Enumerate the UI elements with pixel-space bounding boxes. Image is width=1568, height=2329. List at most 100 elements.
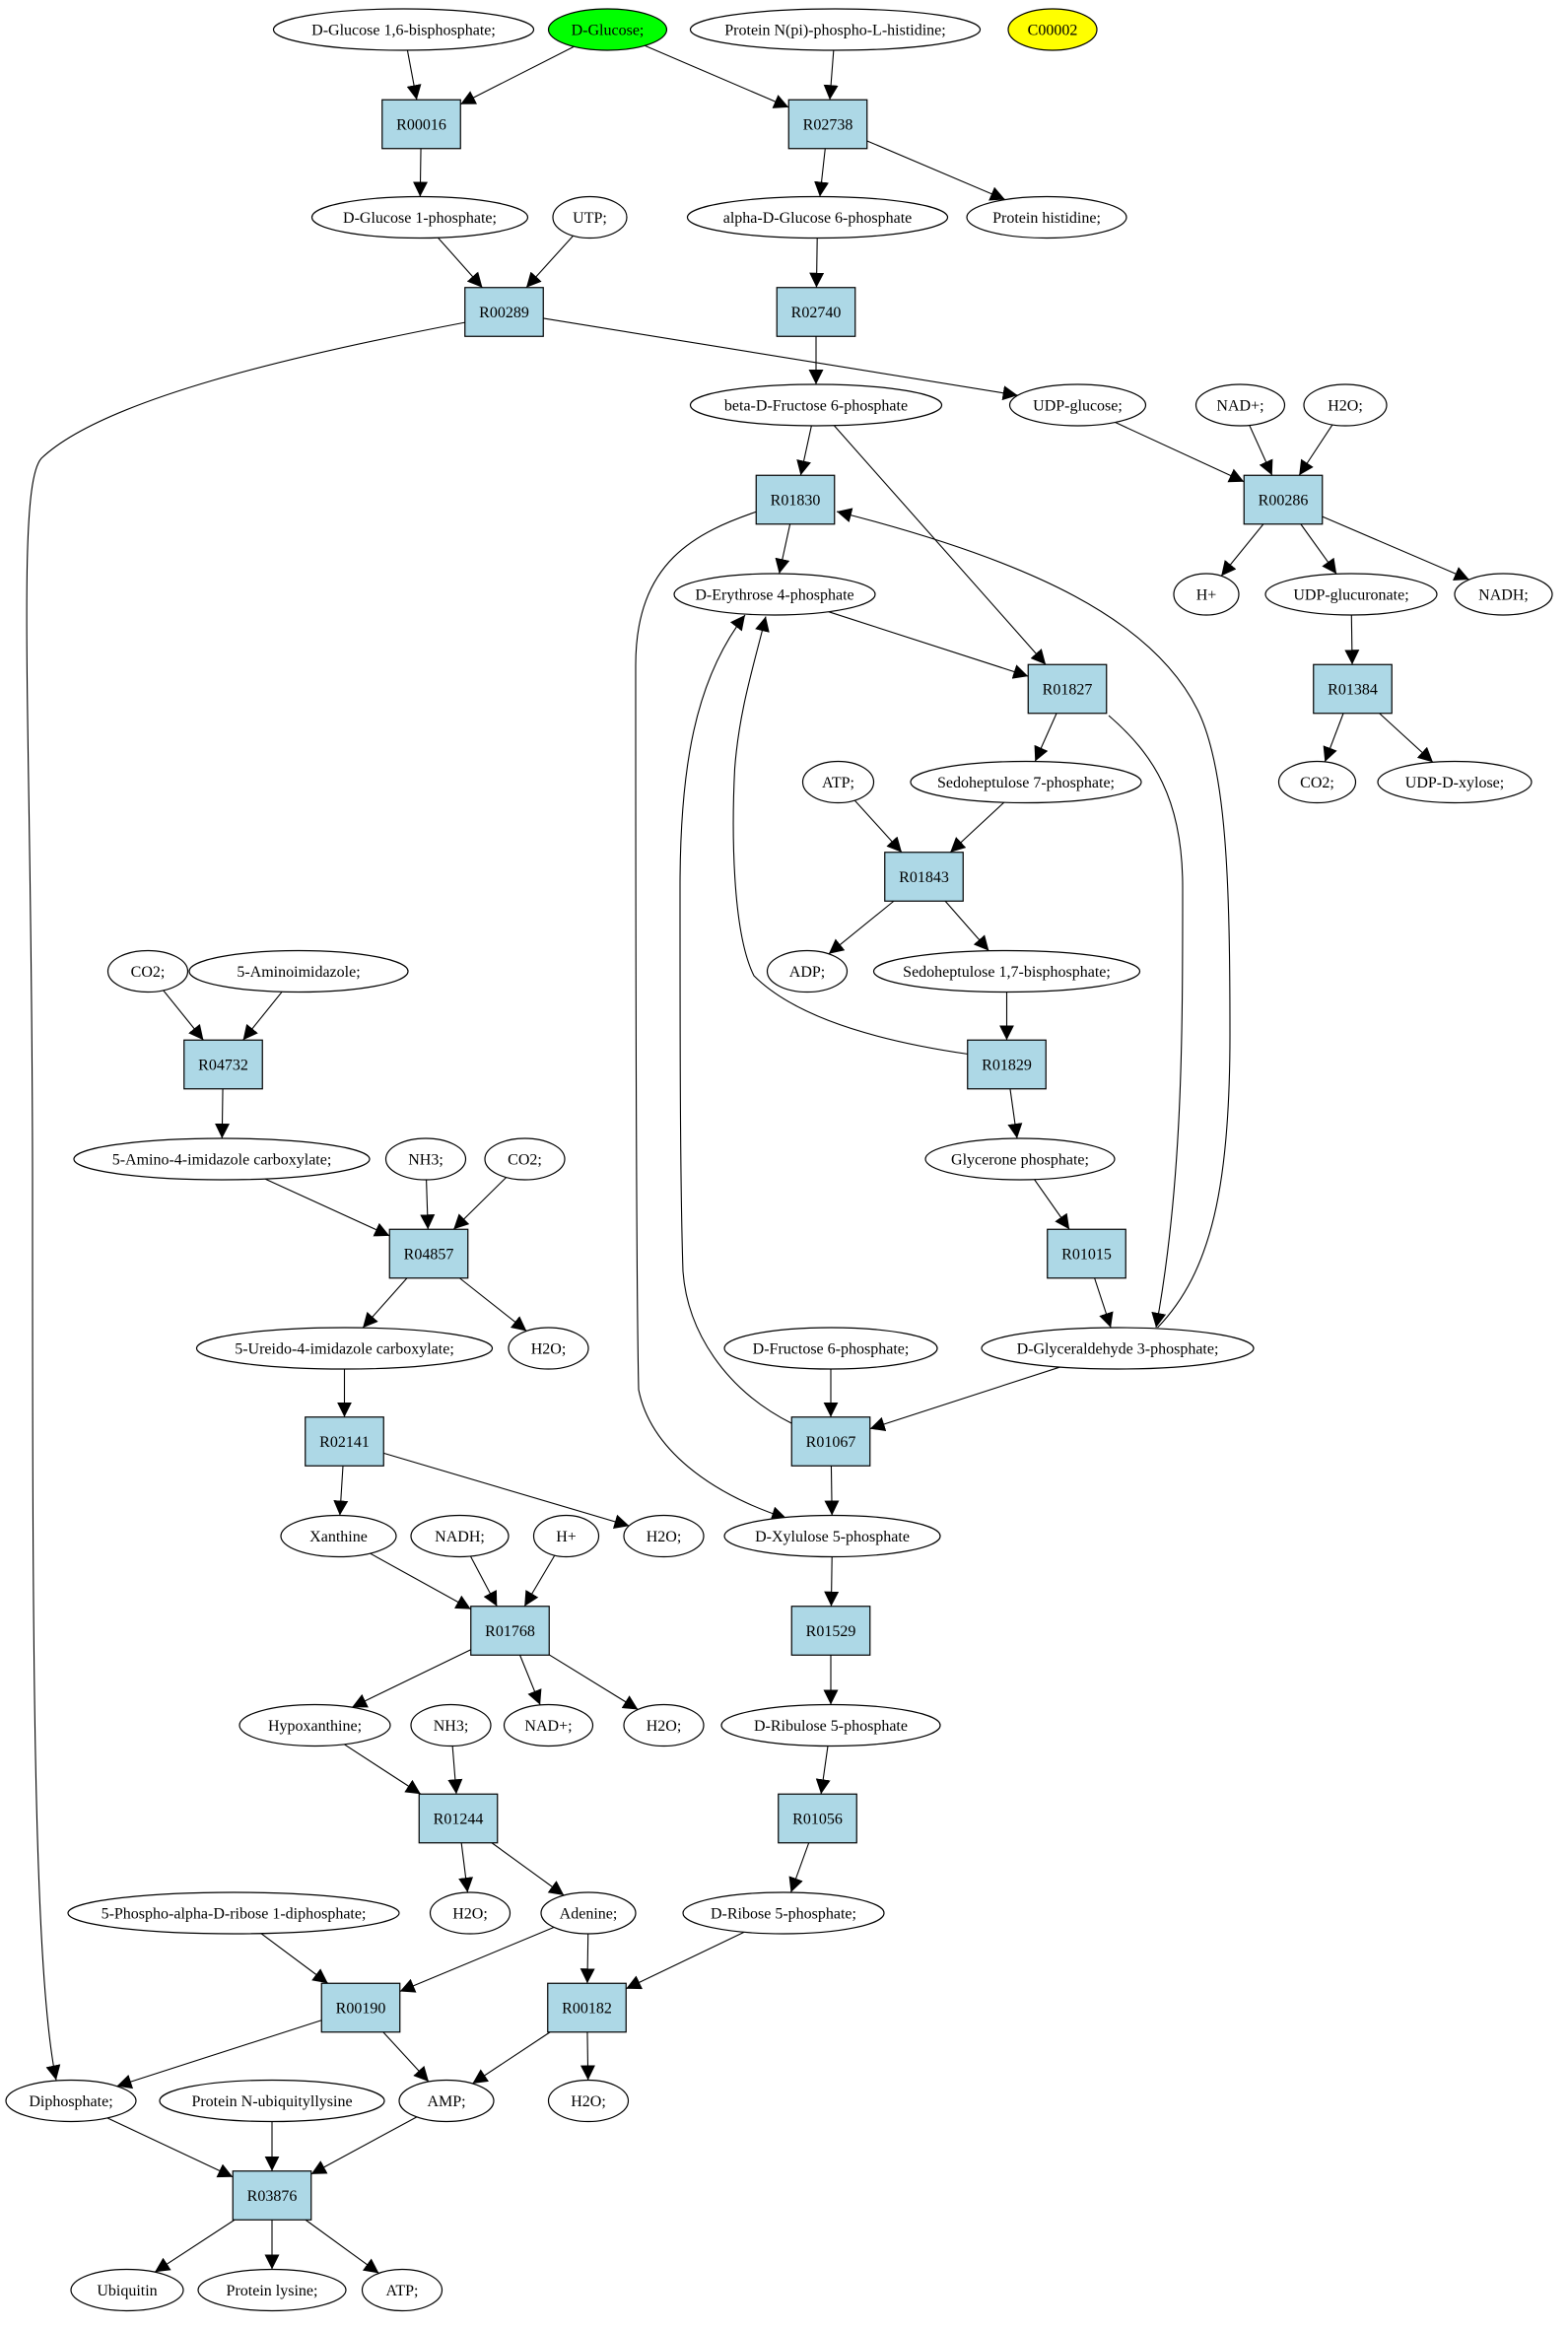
compound-ellipse bbox=[682, 1891, 885, 1935]
compound-node-co2-c[interactable]: CO2; bbox=[484, 1137, 566, 1181]
edge-h-b-to-r01768 bbox=[524, 1555, 555, 1607]
compound-ellipse bbox=[272, 8, 535, 51]
reaction-node-r00286[interactable]: R00286 bbox=[1243, 474, 1324, 525]
edge-r01827-to-s7p bbox=[1035, 714, 1057, 762]
compound-node-nad2[interactable]: NAD+; bbox=[503, 1703, 594, 1747]
compound-node-protnhis[interactable]: Protein N(pi)-phospho-L-histidine; bbox=[689, 8, 982, 51]
reaction-node-r04857[interactable]: R04857 bbox=[388, 1228, 469, 1279]
edge-dhap-to-r01015 bbox=[1035, 1180, 1070, 1230]
edge-ru5p-to-r01056 bbox=[815, 1747, 831, 1795]
compound-node-nh3-a[interactable]: NH3; bbox=[384, 1137, 467, 1181]
compound-node-ag6p[interactable]: alpha-D-Glucose 6-phosphate bbox=[686, 195, 949, 240]
compound-label: H2O; bbox=[647, 1718, 682, 1735]
compound-ellipse bbox=[623, 1703, 705, 1747]
compound-node-atp-b[interactable]: ATP; bbox=[361, 2268, 443, 2312]
compound-node-h-a[interactable]: H+ bbox=[1173, 573, 1240, 616]
compound-node-xu5p[interactable]: D-Xylulose 5-phosphate bbox=[723, 1514, 941, 1558]
compound-node-s7p[interactable]: Sedoheptulose 7-phosphate; bbox=[910, 760, 1142, 804]
compound-node-h-b[interactable]: H+ bbox=[532, 1514, 600, 1558]
compound-node-aicarb[interactable]: 5-Amino-4-imidazole carboxylate; bbox=[73, 1137, 371, 1181]
compound-node-glc16bp[interactable]: D-Glucose 1,6-bisphosphate; bbox=[272, 8, 535, 51]
compound-node-gap[interactable]: D-Glyceraldehyde 3-phosphate; bbox=[981, 1327, 1255, 1370]
compound-node-protlys[interactable]: Protein lysine; bbox=[197, 2268, 347, 2312]
reaction-node-r01244[interactable]: R01244 bbox=[418, 1793, 499, 1844]
reaction-node-r01529[interactable]: R01529 bbox=[790, 1606, 871, 1656]
edge-r02738-to-prothis bbox=[867, 141, 1005, 201]
reaction-node-r01827[interactable]: R01827 bbox=[1027, 663, 1108, 715]
compound-node-amp[interactable]: AMP; bbox=[398, 2079, 495, 2123]
reaction-node-r02740[interactable]: R02740 bbox=[776, 287, 856, 337]
compound-node-protub[interactable]: Protein N-ubiquityllysine bbox=[159, 2079, 385, 2123]
edge-nad1-to-r00286 bbox=[1250, 426, 1272, 476]
compound-node-uicarb[interactable]: 5-Ureido-4-imidazole carboxylate; bbox=[195, 1327, 494, 1370]
reaction-node-r01015[interactable]: R01015 bbox=[1047, 1228, 1126, 1279]
compound-node-utp[interactable]: UTP; bbox=[552, 195, 628, 240]
compound-label: H2O; bbox=[452, 1906, 488, 1923]
reaction-node-r01384[interactable]: R01384 bbox=[1313, 663, 1393, 715]
compound-node-glc1p[interactable]: D-Glucose 1-phosphate; bbox=[310, 195, 529, 240]
compound-node-h2o-e[interactable]: H2O; bbox=[429, 1891, 511, 1935]
compound-node-r5p[interactable]: D-Ribose 5-phosphate; bbox=[682, 1891, 885, 1935]
compound-node-s17bp[interactable]: Sedoheptulose 1,7-bisphosphate; bbox=[872, 949, 1141, 993]
compound-node-nh3-b[interactable]: NH3; bbox=[410, 1703, 492, 1747]
reaction-node-r01830[interactable]: R01830 bbox=[755, 474, 836, 525]
compound-node-e4p[interactable]: D-Erythrose 4-phosphate bbox=[673, 573, 876, 616]
reaction-node-r00016[interactable]: R00016 bbox=[381, 99, 461, 150]
compound-node-udpglc[interactable]: UDP-glucose; bbox=[1008, 383, 1147, 427]
compound-node-h2o-f[interactable]: H2O; bbox=[547, 2079, 630, 2123]
reaction-node-r01843[interactable]: R01843 bbox=[884, 852, 964, 902]
edge-r00182-to-amp bbox=[472, 2032, 550, 2084]
compound-node-ade[interactable]: Adenine; bbox=[540, 1891, 637, 1935]
reaction-node-r02141[interactable]: R02141 bbox=[305, 1416, 384, 1467]
compound-node-xan[interactable]: Xanthine bbox=[280, 1514, 397, 1558]
compound-node-atp-a[interactable]: ATP; bbox=[801, 760, 875, 804]
reaction-node-r03876[interactable]: R03876 bbox=[232, 2170, 312, 2221]
compound-label: UTP; bbox=[573, 210, 607, 227]
compound-node-hyp[interactable]: Hypoxanthine; bbox=[239, 1703, 391, 1747]
reaction-node-r00190[interactable]: R00190 bbox=[320, 1982, 401, 2033]
compound-node-ru5p[interactable]: D-Ribulose 5-phosphate bbox=[720, 1703, 941, 1747]
compound-node-prpp[interactable]: 5-Phospho-alpha-D-ribose 1-diphosphate; bbox=[67, 1891, 400, 1935]
compound-node-ppi[interactable]: Diphosphate; bbox=[5, 2079, 137, 2123]
compound-node-co2-b[interactable]: CO2; bbox=[106, 949, 189, 993]
compound-ellipse bbox=[1377, 760, 1533, 804]
compound-label: ATP; bbox=[822, 775, 854, 791]
edge-r04732-to-aicarb bbox=[215, 1089, 231, 1138]
compound-node-co2-a[interactable]: CO2; bbox=[1277, 760, 1357, 804]
compound-node-h2o-a[interactable]: H2O; bbox=[1303, 383, 1388, 427]
reaction-node-r00182[interactable]: R00182 bbox=[547, 1982, 627, 2033]
reaction-node-r01768[interactable]: R01768 bbox=[470, 1606, 550, 1656]
compound-node-adp[interactable]: ADP; bbox=[766, 949, 849, 993]
reaction-label: R00182 bbox=[562, 2001, 612, 2018]
reaction-node-r01056[interactable]: R01056 bbox=[778, 1793, 857, 1844]
reaction-node-r01067[interactable]: R01067 bbox=[790, 1416, 871, 1467]
compound-node-c00002[interactable]: C00002 bbox=[1007, 8, 1098, 51]
compound-node-udpxyl[interactable]: UDP-D-xylose; bbox=[1377, 760, 1533, 804]
reaction-node-r00289[interactable]: R00289 bbox=[464, 287, 544, 337]
compound-node-prothis[interactable]: Protein histidine; bbox=[966, 195, 1127, 240]
compound-label: Sedoheptulose 1,7-bisphosphate; bbox=[903, 964, 1111, 981]
compound-node-aimid[interactable]: 5-Aminoimidazole; bbox=[188, 949, 409, 993]
compound-node-f6p[interactable]: D-Fructose 6-phosphate; bbox=[723, 1327, 938, 1370]
compound-node-udpgluc[interactable]: UDP-glucuronate; bbox=[1264, 573, 1438, 616]
compound-node-nadh-a[interactable]: NADH; bbox=[1454, 573, 1553, 616]
compound-node-nad1[interactable]: NAD+; bbox=[1194, 383, 1286, 427]
reaction-node-r02738[interactable]: R02738 bbox=[787, 99, 868, 150]
edge-s7p-to-r01843 bbox=[950, 802, 1004, 853]
compound-label: Hypoxanthine; bbox=[268, 1718, 362, 1735]
edge-r02738-to-ag6p bbox=[814, 149, 830, 197]
compound-node-nadh-b[interactable]: NADH; bbox=[410, 1514, 510, 1558]
compound-node-h2o-b[interactable]: H2O; bbox=[508, 1327, 589, 1370]
compound-node-glc[interactable]: D-Glucose; bbox=[547, 8, 668, 51]
compound-node-h2o-d[interactable]: H2O; bbox=[623, 1703, 705, 1747]
reaction-node-r01829[interactable]: R01829 bbox=[967, 1039, 1047, 1090]
compound-label: Protein N(pi)-phospho-L-histidine; bbox=[724, 23, 945, 39]
compound-node-dhap[interactable]: Glycerone phosphate; bbox=[924, 1137, 1116, 1181]
reaction-node-r04732[interactable]: R04732 bbox=[183, 1039, 263, 1090]
compound-node-bf6p[interactable]: beta-D-Fructose 6-phosphate bbox=[689, 383, 943, 427]
compound-node-h2o-c[interactable]: H2O; bbox=[623, 1514, 705, 1558]
edge-glc-to-r00016 bbox=[460, 46, 574, 104]
compound-label: 5-Amino-4-imidazole carboxylate; bbox=[112, 1152, 332, 1169]
compound-label: H2O; bbox=[571, 2093, 606, 2110]
compound-node-ubq[interactable]: Ubiquitin bbox=[70, 2268, 184, 2312]
